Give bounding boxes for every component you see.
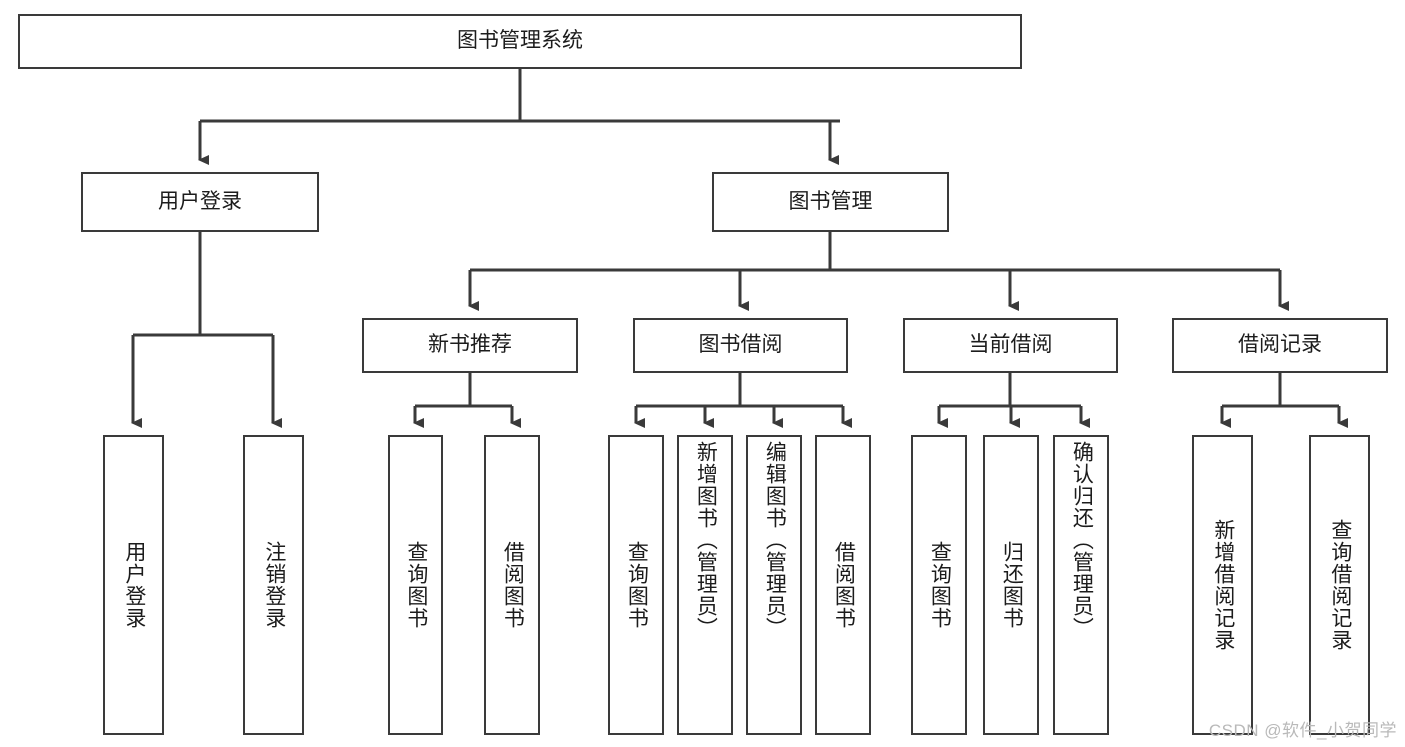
- node-label: 图书借阅: [698, 333, 783, 357]
- node-label: 新书推荐: [428, 333, 512, 357]
- node-root[interactable]: 图书管理系统: [18, 14, 1022, 69]
- node-label: 图书管理: [788, 189, 873, 213]
- node-label: 借阅图书: [832, 541, 856, 629]
- node-label: 用户登录: [158, 189, 242, 213]
- node-label: 用户登录: [122, 541, 146, 629]
- node-label: 查询图书: [404, 541, 428, 629]
- node-label: 新增图书（管理员）: [694, 441, 718, 639]
- node-leaf-8[interactable]: 查询图书: [911, 435, 967, 735]
- node-level2-1[interactable]: 图书管理: [712, 172, 949, 232]
- node-label: 查询借阅记录: [1328, 519, 1352, 651]
- node-leaf-12[interactable]: 查询借阅记录: [1309, 435, 1370, 735]
- node-label: 编辑图书（管理员）: [763, 441, 787, 639]
- node-label: 当前借阅: [968, 333, 1053, 357]
- node-level2-0[interactable]: 用户登录: [81, 172, 319, 232]
- watermark-text: CSDN @软件_小贺同学: [1208, 721, 1397, 740]
- node-leaf-6[interactable]: 编辑图书（管理员）: [746, 435, 802, 735]
- node-label: 查询图书: [625, 541, 649, 629]
- node-level3-1[interactable]: 图书借阅: [633, 318, 848, 373]
- node-label: 新增借阅记录: [1211, 519, 1235, 651]
- node-label: 注销登录: [262, 541, 286, 629]
- node-level3-0[interactable]: 新书推荐: [362, 318, 578, 373]
- node-label: 确认归还（管理员）: [1070, 441, 1094, 639]
- node-leaf-5[interactable]: 新增图书（管理员）: [677, 435, 733, 735]
- node-leaf-7[interactable]: 借阅图书: [815, 435, 871, 735]
- node-level3-2[interactable]: 当前借阅: [903, 318, 1118, 373]
- node-leaf-0[interactable]: 用户登录: [103, 435, 164, 735]
- node-leaf-1[interactable]: 注销登录: [243, 435, 304, 735]
- node-leaf-10[interactable]: 确认归还（管理员）: [1053, 435, 1109, 735]
- node-leaf-9[interactable]: 归还图书: [983, 435, 1039, 735]
- node-leaf-11[interactable]: 新增借阅记录: [1192, 435, 1253, 735]
- node-label: 借阅记录: [1238, 333, 1322, 357]
- node-leaf-3[interactable]: 借阅图书: [484, 435, 540, 735]
- node-leaf-4[interactable]: 查询图书: [608, 435, 664, 735]
- node-label: 借阅图书: [501, 541, 525, 629]
- node-label: 查询图书: [928, 541, 952, 629]
- node-leaf-2[interactable]: 查询图书: [388, 435, 443, 735]
- node-level3-3[interactable]: 借阅记录: [1172, 318, 1388, 373]
- node-label: 图书管理系统: [457, 29, 583, 53]
- node-label: 归还图书: [1000, 541, 1024, 629]
